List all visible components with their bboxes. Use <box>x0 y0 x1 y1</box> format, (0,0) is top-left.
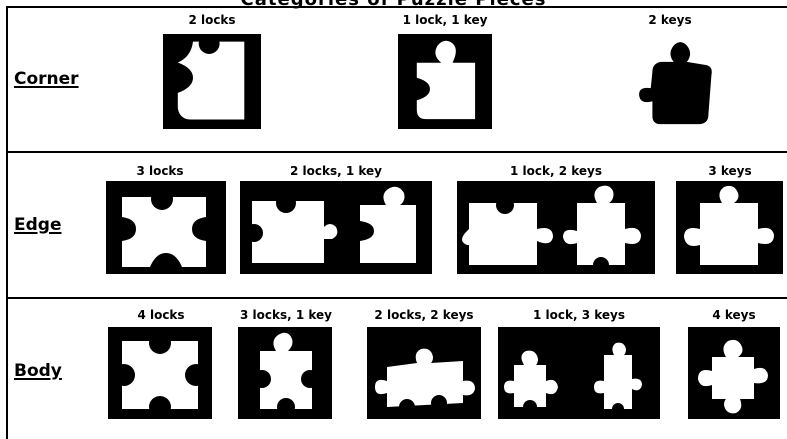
edge-piece-3-keys-icon <box>676 181 783 274</box>
corner-1-lock-1-key-tile <box>398 34 492 129</box>
body-2-locks-2-keys-tile <box>367 327 481 419</box>
edge-3-locks-tile <box>106 181 226 274</box>
row-divider <box>6 151 787 153</box>
corner-2-locks-tile <box>163 34 261 129</box>
caption-corner-2-locks: 2 locks <box>162 13 262 27</box>
edge-2-locks-1-key-tile <box>240 181 432 274</box>
edge-1-lock-2-keys-tile <box>457 181 655 274</box>
body-piece-4-keys-icon <box>688 327 780 419</box>
body-1-lock-3-keys-tile <box>498 327 660 419</box>
row-label-edge: Edge <box>14 215 61 235</box>
caption-corner-2-keys: 2 keys <box>620 13 720 27</box>
edge-piece-2-locks-1-key-icon <box>240 181 432 274</box>
caption-edge-1-lock-2-keys: 1 lock, 2 keys <box>458 164 654 178</box>
edge-piece-1-lock-2-keys-icon <box>457 181 655 274</box>
caption-edge-3-locks: 3 locks <box>110 164 210 178</box>
caption-edge-2-locks-1-key: 2 locks, 1 key <box>240 164 432 178</box>
body-4-keys-tile <box>688 327 780 419</box>
body-piece-3-locks-1-key-icon <box>238 327 332 419</box>
corner-piece-1-lock-1-key-icon <box>398 34 492 129</box>
corner-piece-2-keys-icon <box>636 38 718 130</box>
caption-body-2-locks-2-keys: 2 locks, 2 keys <box>360 308 488 322</box>
edge-3-keys-tile <box>676 181 783 274</box>
body-3-locks-1-key-tile <box>238 327 332 419</box>
caption-corner-1-lock-1-key: 1 lock, 1 key <box>380 13 510 27</box>
corner-piece-2-locks-icon <box>163 34 261 129</box>
caption-body-1-lock-3-keys: 1 lock, 3 keys <box>498 308 660 322</box>
corner-2-keys-piece <box>636 38 718 130</box>
edge-piece-3-locks-icon <box>106 181 226 274</box>
row-divider <box>6 297 787 299</box>
body-piece-4-locks-icon <box>108 327 212 419</box>
caption-body-4-locks: 4 locks <box>106 308 216 322</box>
body-4-locks-tile <box>108 327 212 419</box>
row-label-corner: Corner <box>14 69 79 89</box>
body-piece-2-locks-2-keys-icon <box>367 327 481 419</box>
caption-edge-3-keys: 3 keys <box>678 164 782 178</box>
body-piece-1-lock-3-keys-icon <box>498 327 660 419</box>
row-label-body: Body <box>14 361 62 381</box>
caption-body-3-locks-1-key: 3 locks, 1 key <box>230 308 342 322</box>
caption-body-4-keys: 4 keys <box>684 308 784 322</box>
